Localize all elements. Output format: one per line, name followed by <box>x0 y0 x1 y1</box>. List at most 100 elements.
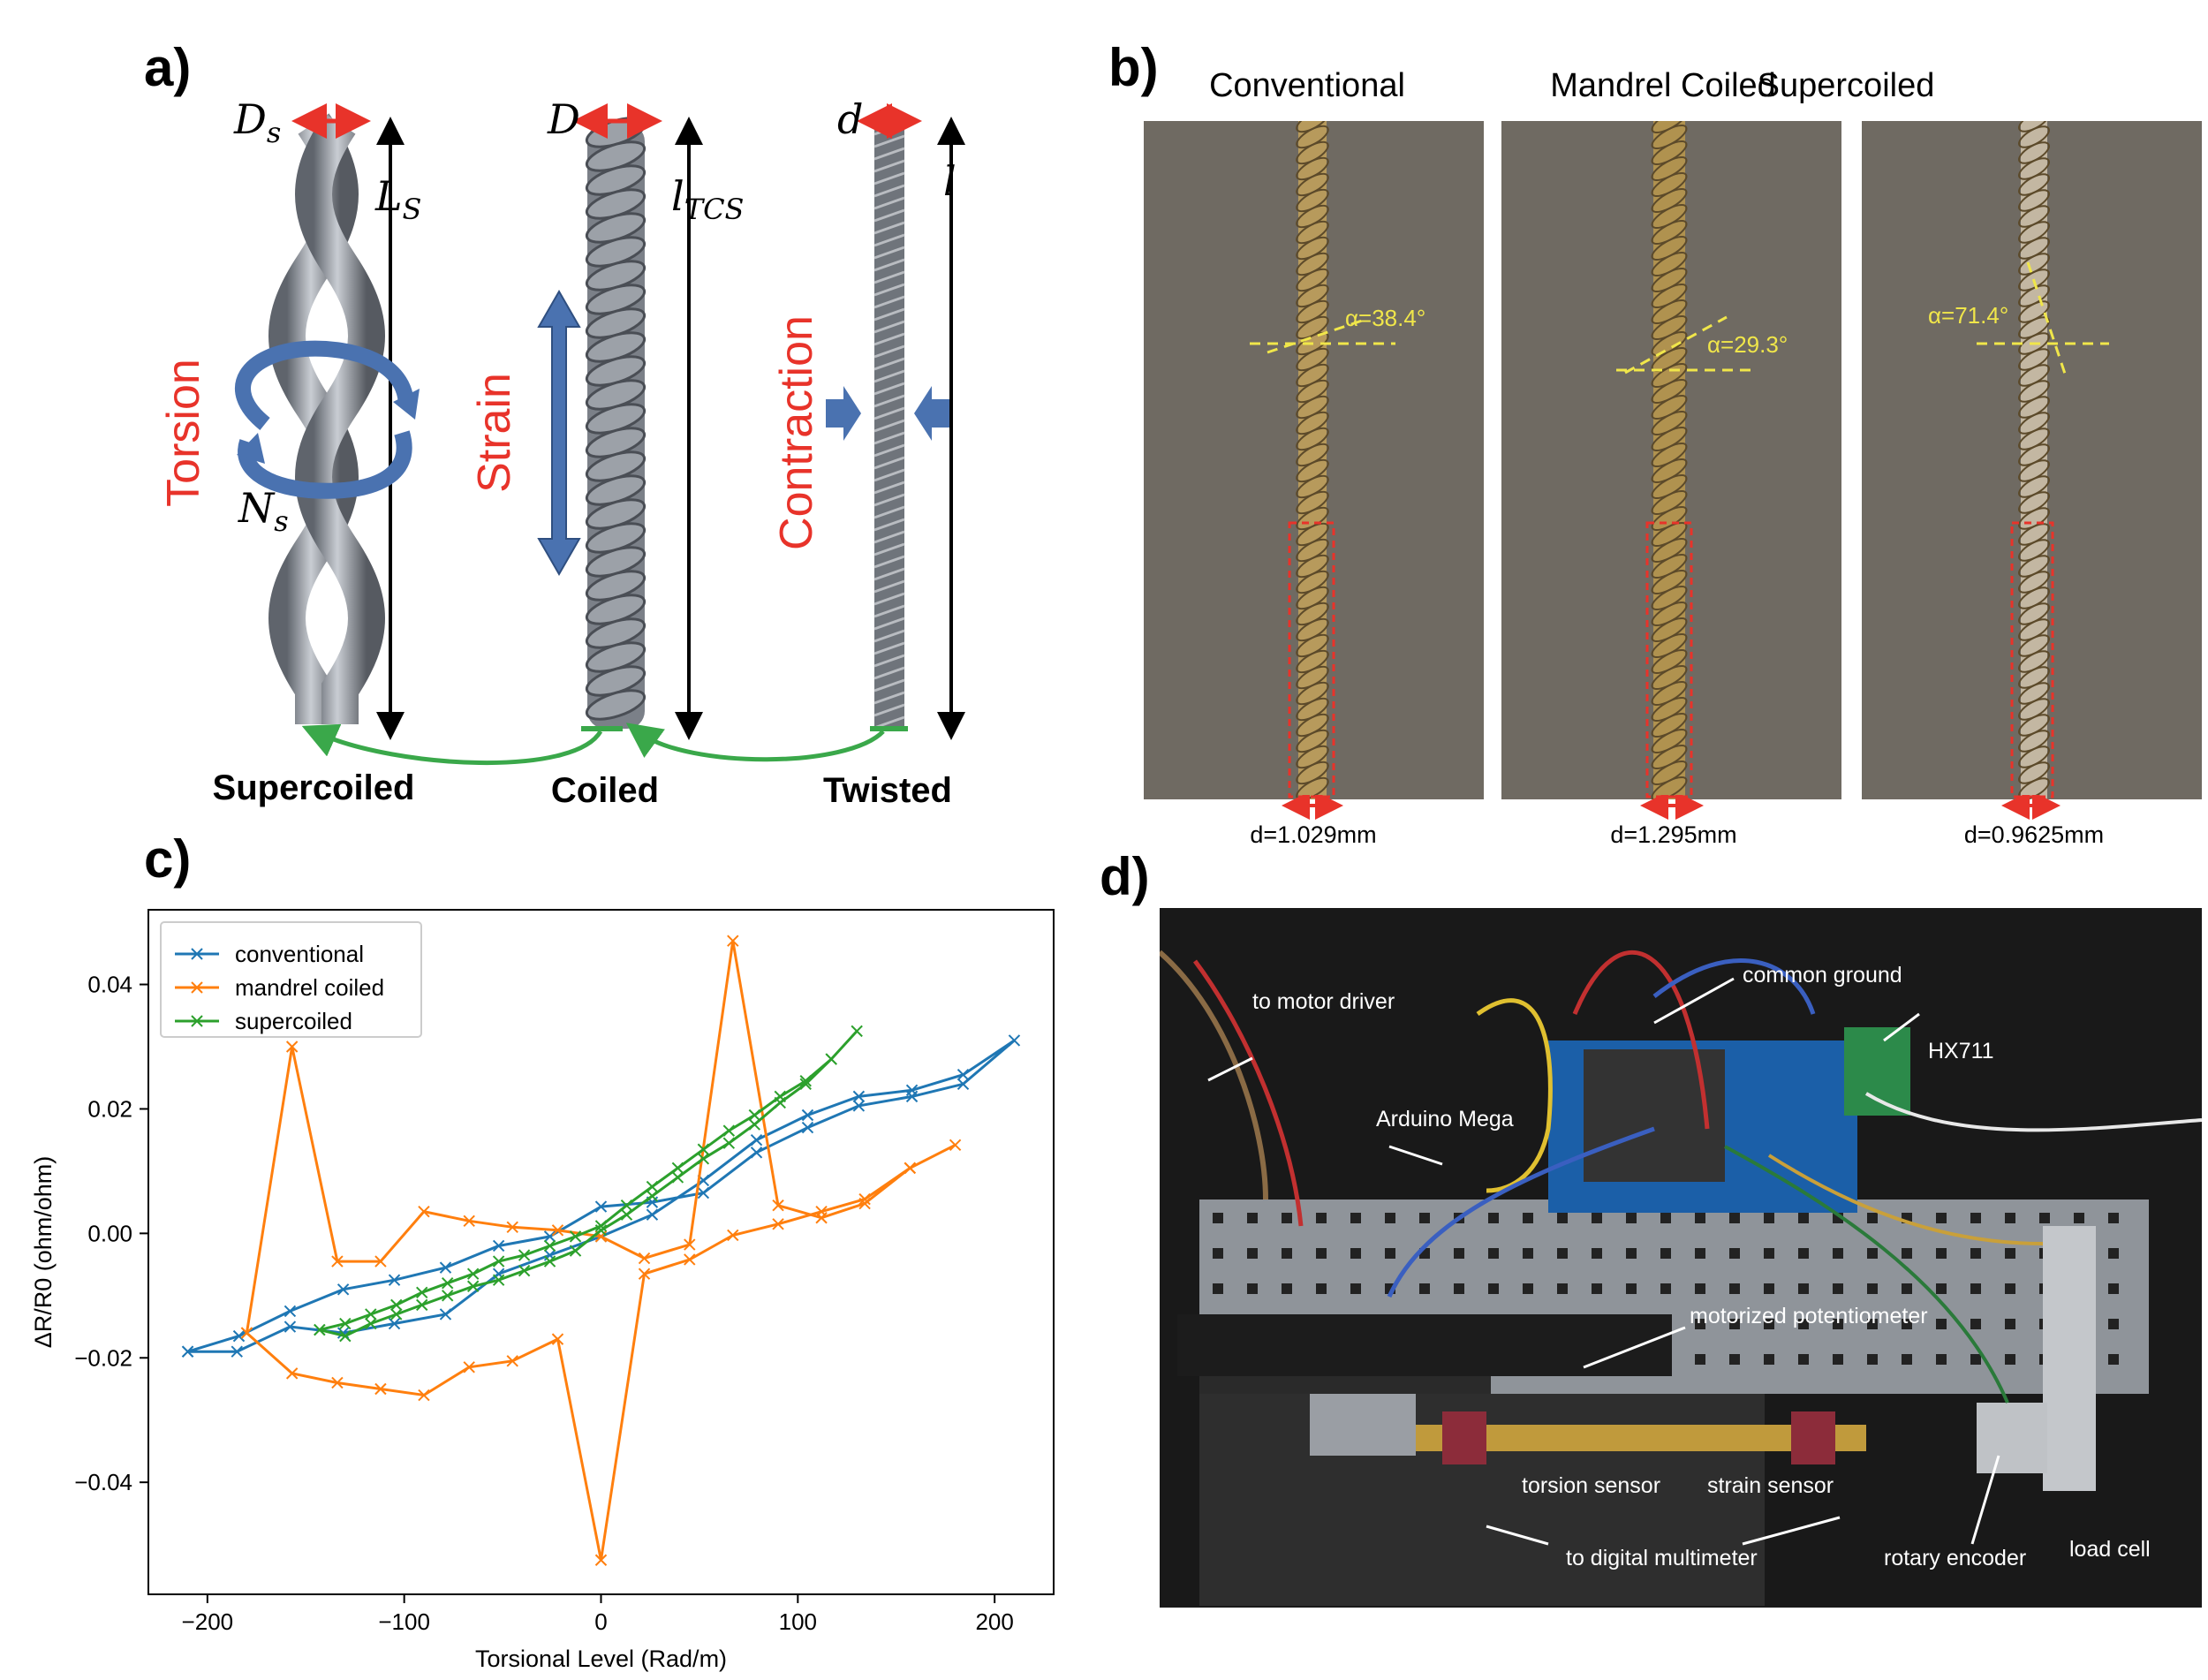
data-point <box>750 1133 763 1146</box>
label-common-ground: common ground <box>1743 963 1902 988</box>
x-axis-label: Torsional Level (Rad/m) <box>475 1646 727 1672</box>
data-point <box>365 1308 377 1321</box>
torsion-arrow-top <box>235 340 414 431</box>
supercoiled-label: Supercoiled <box>212 768 415 807</box>
data-point <box>801 1109 814 1122</box>
column-title-mandrel: Mandrel Coiled <box>1550 67 1776 104</box>
photo-setup: to motor driver common ground HX711 Ardu… <box>1160 908 2202 1608</box>
label-hx711: HX711 <box>1928 1039 1994 1063</box>
x-tick-label: 200 <box>975 1608 1013 1635</box>
data-point <box>825 1053 837 1065</box>
data-point <box>463 1361 475 1374</box>
series-line-2 <box>319 1030 858 1338</box>
diameter-supercoiled: d=0.9625mm <box>1963 821 2105 848</box>
label-potentiometer: motorized potentiometer <box>1690 1304 1928 1328</box>
data-point <box>1008 1034 1021 1047</box>
y-axis-ticks: −0.04−0.020.000.020.04 <box>74 972 148 1495</box>
column-title-conventional: Conventional <box>1209 67 1405 104</box>
twisted-to-coiled-arrow <box>625 723 885 762</box>
data-point <box>722 1137 736 1149</box>
data-point <box>594 1200 608 1213</box>
data-point <box>284 1321 297 1333</box>
data-point <box>904 1162 917 1175</box>
data-point <box>722 1124 736 1137</box>
data-point <box>314 1323 326 1336</box>
data-point <box>331 1376 344 1389</box>
label-multimeter: to digital multimeter <box>1566 1546 1758 1570</box>
data-point <box>416 1298 428 1312</box>
data-point <box>388 1274 401 1286</box>
twisted-diameter-symbol: d <box>837 95 864 143</box>
twisted-length-symbol: l <box>943 157 957 205</box>
data-point <box>594 1224 608 1237</box>
data-point <box>390 1308 403 1321</box>
data-point <box>858 1197 871 1210</box>
data-point <box>858 1192 871 1206</box>
data-point <box>569 1230 582 1243</box>
data-point <box>772 1218 784 1230</box>
contraction-arrow-left <box>826 386 861 441</box>
torsion-arrowhead-bottom <box>237 433 265 464</box>
strain-label: Strain <box>469 373 520 493</box>
data-point <box>232 1329 246 1343</box>
data-point <box>543 1230 556 1243</box>
photo-supercoiled: α=71.4° <box>1862 121 2202 799</box>
data-point <box>365 1317 377 1330</box>
data-point <box>620 1208 633 1221</box>
angle-conventional: α=38.4° <box>1345 305 1426 331</box>
data-point <box>506 1221 518 1234</box>
data-point <box>551 1333 564 1345</box>
data-point <box>518 1249 531 1261</box>
data-point <box>551 1224 564 1237</box>
supercoiled-length-symbol: LS <box>375 172 422 227</box>
data-point <box>727 1229 739 1242</box>
diameter-arrows-b <box>1282 795 2061 820</box>
panel-a-diagram <box>235 103 965 766</box>
torsion-label: Torsion <box>158 359 209 507</box>
contraction-label: Contraction <box>771 315 822 550</box>
data-point <box>646 1180 659 1193</box>
data-point <box>684 1253 696 1266</box>
data-point <box>750 1146 763 1159</box>
data-point <box>949 1139 962 1152</box>
photo-mandrel: α=29.3° <box>1501 121 1841 799</box>
y-axis-label: ΔR/R0 (ohm/ohm) <box>30 1156 57 1349</box>
data-point <box>492 1239 505 1252</box>
data-point <box>905 1090 919 1103</box>
data-point <box>646 1190 659 1202</box>
series-layer <box>181 935 1021 1566</box>
twisted-fiber <box>873 122 905 730</box>
data-point <box>772 1199 784 1212</box>
data-point <box>441 1277 454 1290</box>
data-point <box>815 1205 828 1218</box>
data-point <box>748 1118 761 1131</box>
data-point <box>374 1382 387 1396</box>
data-point <box>466 1280 480 1292</box>
data-point <box>492 1274 505 1286</box>
panel-label-c: c) <box>144 829 192 889</box>
data-point <box>594 1554 608 1566</box>
data-point <box>231 1345 243 1358</box>
data-point <box>388 1317 401 1330</box>
data-point <box>390 1298 403 1312</box>
legend-marker <box>191 981 203 994</box>
strain-arrow <box>537 289 581 577</box>
y-tick-label: −0.04 <box>74 1469 132 1495</box>
coiled-diameter-symbol: D <box>548 95 580 143</box>
coiled-label: Coiled <box>550 771 660 810</box>
label-arduino: Arduino Mega <box>1376 1107 1514 1131</box>
x-tick-label: 100 <box>779 1608 817 1635</box>
legend-box <box>160 921 422 1038</box>
data-point <box>336 1283 350 1296</box>
contraction-arrow-right <box>914 386 949 441</box>
label-motor-driver: to motor driver <box>1252 989 1395 1014</box>
legend-marker <box>191 948 203 960</box>
data-point <box>518 1264 531 1277</box>
data-point <box>638 1252 651 1265</box>
data-point <box>852 1100 866 1112</box>
data-point <box>416 1286 428 1299</box>
twisted-label: Twisted <box>823 771 952 810</box>
data-point <box>285 1367 299 1380</box>
data-point <box>852 1090 866 1103</box>
